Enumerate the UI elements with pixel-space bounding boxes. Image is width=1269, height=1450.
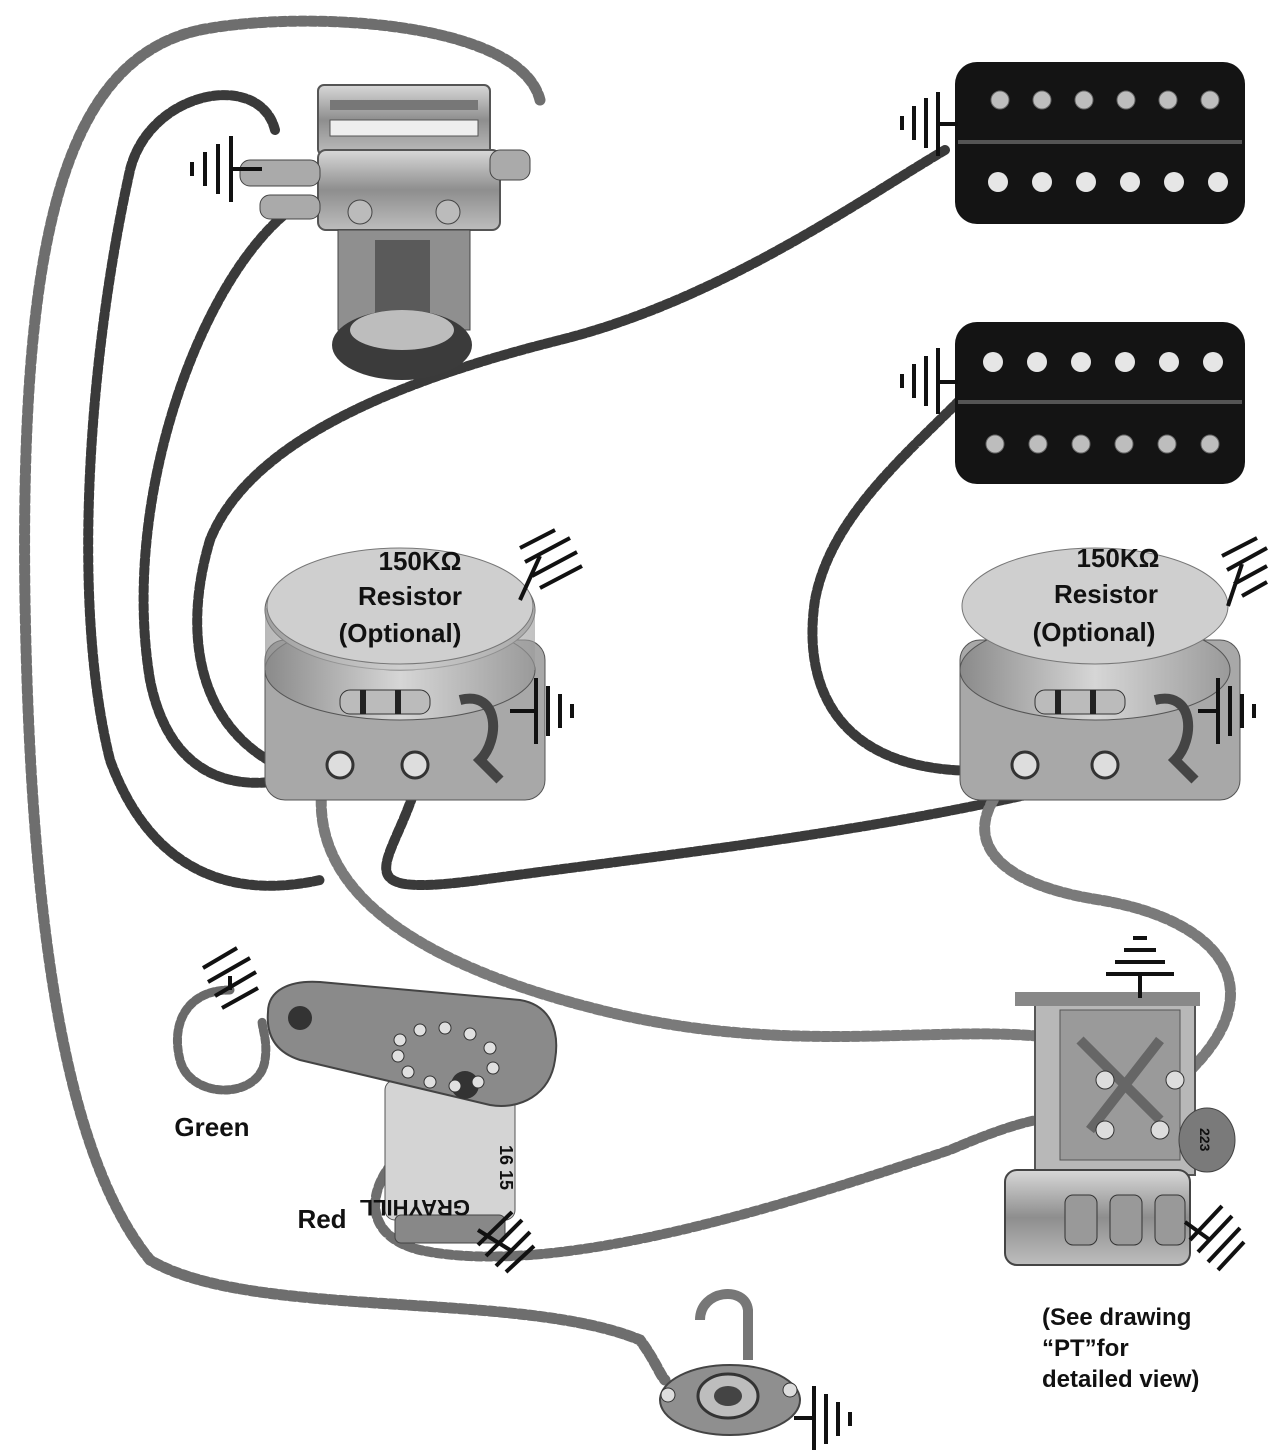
wire-green	[172, 985, 271, 1095]
ground-icon	[1106, 936, 1174, 998]
ground-icon	[900, 348, 958, 414]
volume-pot-left	[264, 547, 546, 801]
bridge-pickup	[955, 322, 1245, 484]
labels: 150KΩ Resistor (Optional) 150KΩ Resistor…	[174, 543, 1159, 1234]
wire-ground-braid	[19, 15, 671, 1386]
ground-symbols	[190, 92, 1268, 1450]
ground-icon	[1221, 536, 1268, 607]
see-drawing-line-2: “PT”for	[1042, 1335, 1129, 1362]
wire-red	[370, 1111, 1105, 1262]
see-drawing-note: (See drawing “PT”for detailed view)	[1042, 1304, 1199, 1393]
label-red: Red	[297, 1204, 346, 1234]
capacitor-code: 223	[1197, 1128, 1213, 1152]
ground-icon	[510, 678, 574, 744]
wire-right-pot-to-pushpull	[979, 764, 1236, 1086]
ground-icon	[476, 1210, 536, 1274]
push-pull-pot: 223	[1004, 992, 1236, 1266]
label-green: Green	[174, 1112, 249, 1142]
ground-icon	[518, 528, 583, 601]
ground-icon	[1198, 678, 1256, 744]
output-jack	[659, 1289, 801, 1436]
rotary-switch: GRAYHILL 16 15	[266, 980, 558, 1244]
neck-pickup	[955, 62, 1245, 224]
ground-icon	[201, 946, 259, 1010]
resistor-left-value: 150KΩ	[378, 546, 461, 576]
wire-neck-pickup-to-pot	[192, 145, 950, 780]
volume-pot-right	[959, 547, 1241, 801]
resistor-left-optional: (Optional)	[339, 618, 462, 648]
wires	[19, 15, 1236, 1386]
wire-toggle-left-loop	[83, 90, 325, 891]
wire-pot-to-pot	[381, 765, 1135, 891]
resistor-right-word: Resistor	[1054, 579, 1158, 609]
resistor-right-value: 150KΩ	[1076, 543, 1159, 573]
ground-icon	[794, 1386, 852, 1450]
resistor-right-optional: (Optional)	[1033, 617, 1156, 647]
see-drawing-line-3: detailed view)	[1042, 1366, 1199, 1393]
see-drawing-line-1: (See drawing	[1042, 1304, 1191, 1331]
rotary-switch-brand: GRAYHILL	[360, 1195, 470, 1220]
ground-icon	[1183, 1204, 1246, 1272]
resistor-left-word: Resistor	[358, 581, 462, 611]
ground-icon	[900, 92, 958, 156]
wire-toggle-to-pot	[138, 205, 325, 788]
ground-icon	[190, 136, 262, 202]
wire-bridge-pickup-to-pot	[807, 395, 1005, 776]
toggle-switch	[239, 84, 531, 380]
rotary-switch-code: 16 15	[496, 1145, 516, 1190]
